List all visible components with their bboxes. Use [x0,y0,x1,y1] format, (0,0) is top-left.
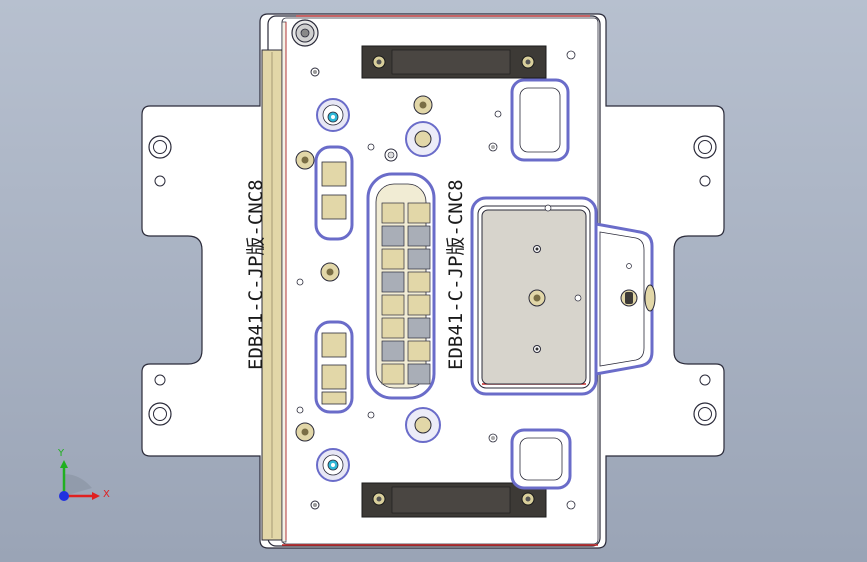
grid-cell [381,271,405,293]
grid-cell [407,363,431,385]
grid-cell [407,294,431,316]
upper-cyan-bolt [316,98,350,132]
corner-bolt [291,19,319,47]
grid-cell [381,294,405,316]
bottom-clamp-block [361,482,547,518]
grid-cell [407,202,431,224]
grid-cell [407,248,431,270]
left-flange-holes [148,135,172,426]
right-lug [594,222,656,376]
top-right-pocket [510,78,570,162]
coordinate-triad: X Y [57,448,110,501]
lower-bushing [405,407,441,443]
right-flange-holes [693,135,717,426]
top-clamp-block [361,45,547,79]
flange-hole [699,175,711,187]
upper-left-slot [314,145,354,241]
grid-cell [381,202,405,224]
grid-cell [407,225,431,247]
flange-hole [698,140,712,154]
upper-bushing [405,95,441,157]
left-rail-edge [281,21,287,543]
bottom-right-pocket [510,428,572,490]
part-label-left: EDB41-C-JP版-CNC8 [245,179,267,370]
x-arrow-icon [92,492,100,500]
lower-cyan-bolt [316,448,350,482]
z-axis-icon [59,491,69,501]
flange-hole [153,140,167,154]
small-holes [367,50,576,510]
grid-cell [381,317,405,339]
grid-cell [407,317,431,339]
center-grid-cells [381,202,431,385]
gray-cover-plate [481,204,587,385]
part-label-center: EDB41-C-JP版-CNC8 [445,179,467,370]
grid-cell [407,340,431,362]
grid-cell [381,340,405,362]
grid-cell [407,271,431,293]
grid-cell [381,248,405,270]
triad-shadow [64,474,92,496]
flange-hole [698,407,712,421]
y-arrow-icon [60,460,68,468]
flange-hole [153,407,167,421]
left-pin-column [295,67,340,510]
y-axis-label: Y [57,448,65,459]
flange-hole [154,175,166,187]
x-axis-label: X [103,489,110,500]
flange-hole [699,374,711,386]
flange-hole [154,374,166,386]
lower-left-slot [314,320,354,414]
grid-cell [381,225,405,247]
grid-cell [381,363,405,385]
